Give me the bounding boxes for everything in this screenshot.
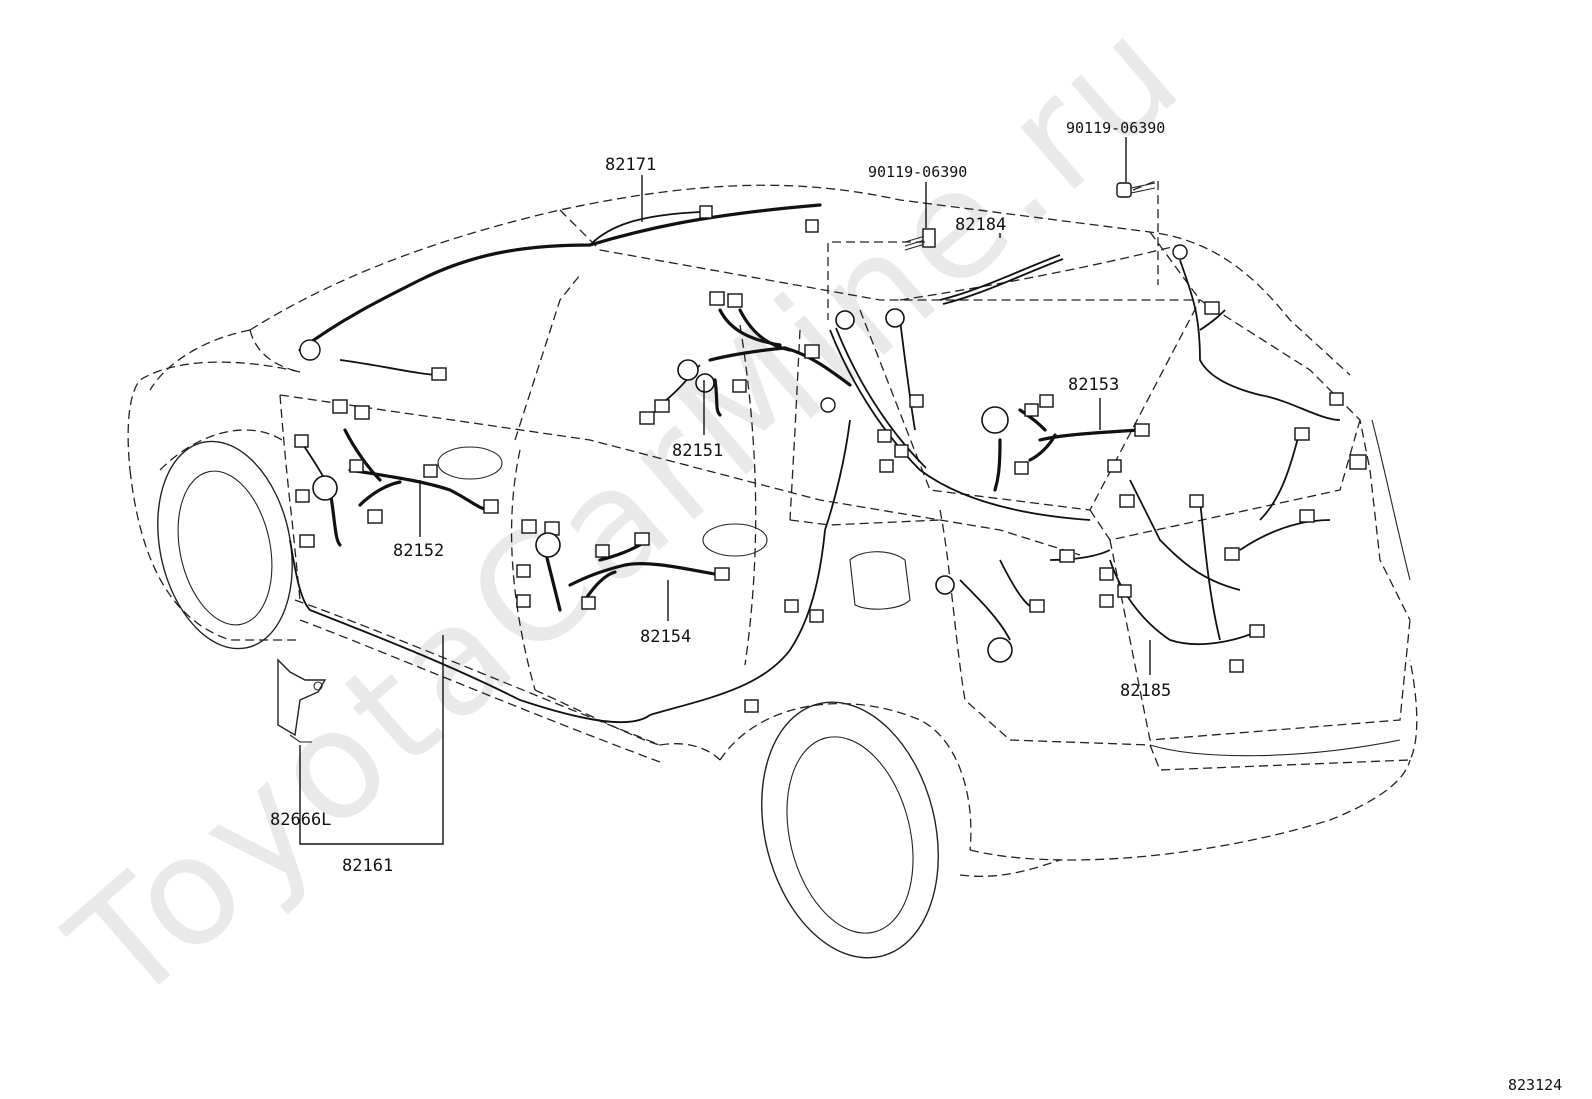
connector: [732, 379, 747, 393]
connector: [805, 219, 819, 233]
grommet: [987, 637, 1013, 663]
grommet: [312, 475, 338, 501]
connector: [909, 394, 924, 408]
connector: [1029, 599, 1045, 613]
label-82151: 82151: [672, 441, 723, 461]
vehicle-body-lines: [157, 419, 1411, 959]
label-82161: 82161: [342, 856, 393, 876]
label-82153: 82153: [1068, 375, 1119, 395]
connector: [581, 596, 596, 610]
label-90119-06390-b: 90119-06390: [1066, 119, 1165, 137]
connector: [709, 291, 725, 306]
harness-82171-roof: [298, 203, 822, 381]
connector: [516, 594, 531, 608]
leader-lines: [299, 137, 1159, 845]
connector: [1294, 427, 1310, 441]
ground-terminal: [820, 397, 836, 413]
ground-terminal: [313, 681, 323, 691]
connector: [1039, 394, 1054, 408]
connector: [744, 699, 759, 713]
connector: [714, 567, 730, 581]
harness-82152-front-door: [294, 399, 499, 548]
connector: [431, 367, 447, 381]
diagram-id: 823124: [1508, 1076, 1562, 1094]
connector: [1224, 547, 1240, 561]
connector: [894, 444, 909, 458]
connector: [1299, 509, 1315, 523]
connector: [634, 532, 650, 546]
harness-82151-rear-door: [639, 291, 852, 425]
label-82185: 82185: [1120, 681, 1171, 701]
harness-82154-rear-door-lower: [516, 519, 730, 612]
ground-terminal: [299, 339, 321, 361]
connector: [727, 293, 743, 308]
grommet: [695, 373, 715, 393]
connector: [1059, 549, 1075, 563]
connector: [294, 434, 309, 448]
part-82666L-bracket: [277, 658, 327, 743]
connector: [483, 499, 499, 514]
connector: [423, 464, 438, 478]
harness-82153-hatch: [981, 394, 1150, 492]
connector: [1134, 423, 1150, 437]
connector: [1189, 494, 1204, 508]
connector: [1349, 454, 1367, 470]
connector: [521, 519, 537, 534]
connector: [654, 399, 670, 413]
connector: [595, 544, 610, 558]
connector: [1014, 461, 1029, 475]
grommet: [535, 532, 561, 558]
connector: [877, 429, 892, 443]
grommet: [935, 575, 955, 595]
connector: [1249, 624, 1265, 638]
connector: [879, 459, 894, 473]
bolt-90119-06390-a: [904, 228, 936, 251]
label-82666L: 82666L: [270, 810, 331, 830]
connector: [1024, 403, 1039, 417]
connector: [1107, 459, 1122, 473]
label-82171: 82171: [605, 155, 656, 175]
connector: [639, 411, 655, 425]
label-82154: 82154: [640, 627, 691, 647]
connector: [784, 599, 799, 613]
grommet: [835, 310, 855, 330]
harness-82161-floor: [289, 419, 851, 724]
connector: [1099, 594, 1114, 608]
connector: [809, 609, 824, 623]
label-82152: 82152: [393, 541, 444, 561]
ground-terminal: [1172, 244, 1188, 260]
connector: [367, 509, 383, 524]
connector: [1329, 392, 1344, 406]
connector: [299, 534, 315, 548]
part-labels: 82171 90119-06390 90119-06390 82184 8215…: [270, 119, 1562, 1094]
connector: [354, 405, 370, 420]
grommet: [885, 308, 905, 328]
label-90119-06390-a: 90119-06390: [868, 163, 967, 181]
connector: [349, 459, 364, 473]
grommet: [677, 359, 699, 381]
connector: [922, 228, 936, 248]
connector: [1204, 301, 1220, 315]
connector: [332, 399, 348, 414]
connector: [699, 205, 713, 219]
connector: [1119, 494, 1135, 508]
vehicle-outline: [127, 184, 1418, 877]
harness-82185-rear-body: [935, 244, 1367, 673]
connector: [516, 564, 531, 578]
bolt-90119-06390-b: [1116, 182, 1156, 198]
connector: [1117, 584, 1132, 598]
connector: [1116, 182, 1132, 198]
connector: [1099, 567, 1114, 581]
label-82184: 82184: [955, 215, 1006, 235]
connector: [295, 489, 310, 503]
harness-82184-rear-window: [820, 254, 1091, 521]
grommet: [981, 406, 1009, 434]
connector: [804, 344, 820, 359]
connector: [1229, 659, 1244, 673]
